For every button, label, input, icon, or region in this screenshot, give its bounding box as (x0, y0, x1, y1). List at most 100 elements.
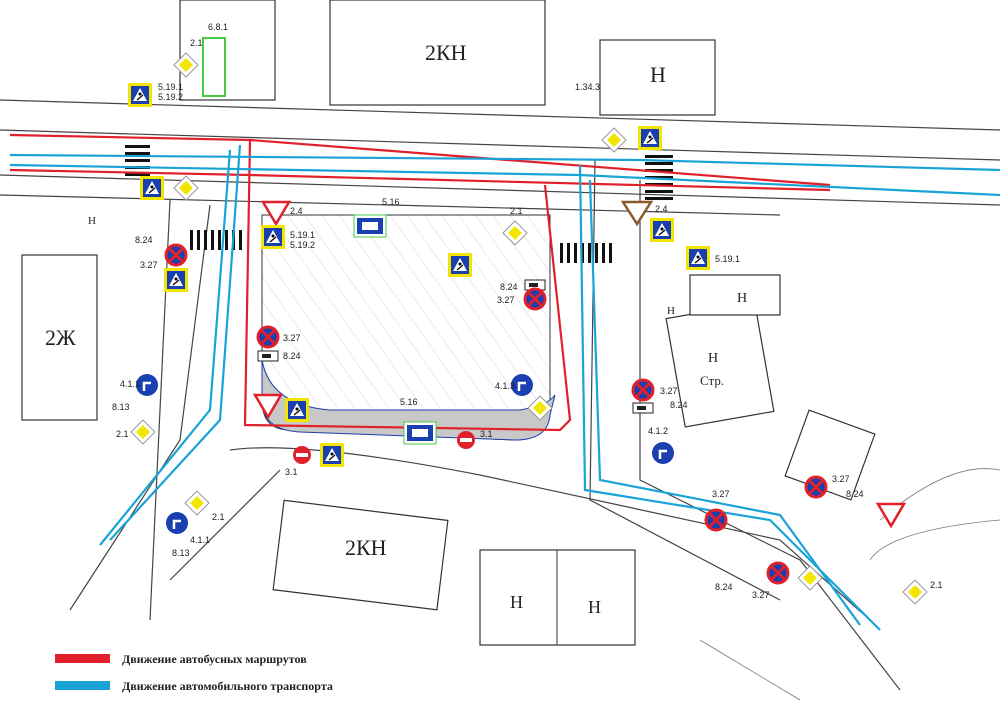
building-2kn-bottom (272, 499, 449, 611)
sign-code: 5.19.1 (290, 230, 315, 240)
sign-code: 2.1 (930, 580, 943, 590)
sign-code: 4.1.1 (190, 535, 210, 545)
building-top-left (179, 0, 276, 101)
pedestrian-crossing-sign (284, 397, 310, 423)
tow-truck-plate (257, 350, 279, 362)
crosswalk-center-right (560, 243, 612, 263)
priority-road-sign (173, 175, 199, 201)
sign-code: 5.19.1 (158, 82, 183, 92)
building-h-right (689, 274, 781, 316)
zone-label: 2Ж (45, 325, 76, 350)
no-stopping-sign (631, 378, 655, 402)
legend-swatch-bus (55, 654, 110, 663)
direction-sign (164, 510, 190, 536)
zone-label: 2КН (425, 40, 467, 65)
info-sign (202, 37, 226, 97)
sign-code: 3.27 (283, 333, 301, 343)
crosswalk-left-top (125, 145, 150, 176)
sign-code: 5.16 (382, 197, 400, 207)
no-stopping-sign (766, 561, 790, 585)
car-route-left (109, 144, 242, 541)
building-right-lower (784, 409, 876, 501)
pedestrian-crossing-sign (685, 245, 711, 271)
pedestrian-crossing-sign (163, 267, 189, 293)
sign-code: 4.1.3 (495, 381, 515, 391)
sign-code: 3.27 (752, 590, 770, 600)
car-route-left-2 (99, 149, 232, 546)
sign-code: 3.1 (480, 429, 493, 439)
zone-label: Н (510, 592, 523, 612)
priority-road-sign (130, 419, 156, 445)
no-entry-sign (457, 431, 475, 449)
tow-truck-plate (632, 402, 654, 414)
sign-code: 2.1 (212, 512, 225, 522)
sign-code: 3.27 (497, 295, 515, 305)
sign-code: 8.24 (715, 582, 733, 592)
sign-code: 8.24 (846, 489, 864, 499)
pedestrian-crossing-sign (139, 175, 165, 201)
no-entry-sign (293, 446, 311, 464)
sign-code: 5.19.2 (158, 92, 183, 102)
zone-label: Н (708, 351, 718, 366)
car-route-right-2 (588, 179, 861, 626)
sign-code: 3.27 (712, 489, 730, 499)
zone-label: 2КН (345, 535, 387, 560)
legend-bus-routes: Движение автобусных маршрутов (122, 652, 307, 666)
building-h-top-right (599, 39, 716, 116)
yield-sign (876, 502, 906, 528)
sign-code: 8.24 (500, 282, 518, 292)
bus-stop-sign (353, 214, 387, 238)
direction-sign (650, 440, 676, 466)
sign-code: 2.1 (510, 206, 523, 216)
sign-code: 4.1.2 (648, 426, 668, 436)
no-stopping-sign (523, 287, 547, 311)
sign-code: 3.1 (285, 467, 298, 477)
sign-code: 4.1.1 (120, 379, 140, 389)
building-2kn-top (329, 0, 546, 106)
sign-code: 6.8.1 (208, 22, 228, 32)
sign-code: 2.4 (655, 204, 668, 214)
sign-code: 2.1 (116, 429, 129, 439)
sign-code: 8.24 (135, 235, 153, 245)
car-route-right (578, 164, 881, 631)
no-stopping-sign (704, 508, 728, 532)
zone-label: Н (88, 215, 96, 227)
pedestrian-crossing-sign (127, 82, 153, 108)
sign-code: 3.27 (140, 260, 158, 270)
zone-label: Н (650, 62, 666, 87)
zone-label: Н (737, 291, 747, 306)
sign-code: 2.4 (290, 206, 303, 216)
building-2zh (21, 254, 98, 421)
no-stopping-sign (164, 243, 188, 267)
pedestrian-crossing-sign (637, 125, 663, 151)
sign-code: 2.1 (190, 38, 203, 48)
priority-road-sign (184, 490, 210, 516)
sign-code: 3.27 (660, 386, 678, 396)
priority-road-sign (902, 579, 928, 605)
sign-code: 5.19.2 (290, 240, 315, 250)
legend-swatch-car (55, 681, 110, 690)
sign-code: 8.13 (172, 548, 190, 558)
bus-route-loop (243, 139, 572, 432)
sign-code: 1.34.3 (575, 82, 600, 92)
legend-car-traffic: Движение автомобильного транспорта (122, 679, 333, 693)
sign-code: 8.13 (112, 402, 130, 412)
car-route-top (9, 153, 1000, 172)
pedestrian-crossing-sign (319, 442, 345, 468)
zone-label: Н (588, 597, 601, 617)
pedestrian-crossing-sign (447, 252, 473, 278)
sign-code: 5.16 (400, 397, 418, 407)
sign-code: 8.24 (670, 400, 688, 410)
sign-code: 5.19.1 (715, 254, 740, 264)
sign-code: 3.27 (832, 474, 850, 484)
yield-sign (620, 200, 654, 227)
sign-code: 8.24 (283, 351, 301, 361)
zone-label: Н (667, 305, 675, 317)
pedestrian-crossing-sign (260, 224, 286, 250)
pedestrian-crossing-sign (649, 217, 675, 243)
no-stopping-sign (804, 475, 828, 499)
zone-label: Стр. (700, 373, 724, 388)
no-stopping-sign (256, 325, 280, 349)
